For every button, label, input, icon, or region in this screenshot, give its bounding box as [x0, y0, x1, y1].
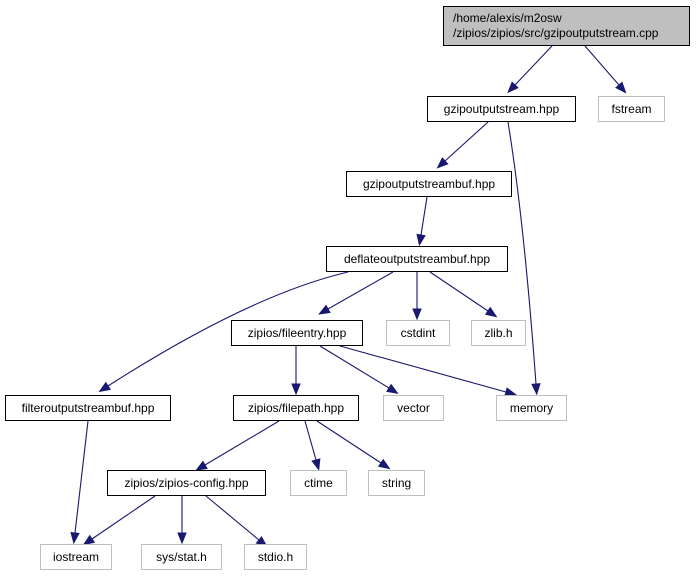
- arrowhead-cpp-to-gzipoutputstream-hpp: [507, 81, 519, 94]
- edge-deflateoutputstreambuf-hpp-to-filteroutputstreambuf-hpp: [107, 271, 349, 387]
- edge-fileentry-hpp-to-memory: [339, 345, 507, 393]
- node-filepath-hpp[interactable]: zipios/filepath.hpp: [233, 395, 359, 421]
- node-filteroutputstreambuf-hpp[interactable]: filteroutputstreambuf.hpp: [5, 395, 171, 421]
- arrowhead-deflateoutputstreambuf-hpp-to-cstdint: [412, 308, 422, 321]
- arrowhead-deflateoutputstreambuf-hpp-to-zlib-h: [484, 306, 498, 318]
- arrowhead-filepath-hpp-to-ctime: [311, 458, 321, 471]
- edge-gzipoutputstream-hpp-to-memory: [507, 121, 537, 385]
- arrowhead-cpp-to-fstream: [615, 81, 627, 94]
- arrowhead-fileentry-hpp-to-vector: [386, 383, 399, 394]
- edge-fileentry-hpp-to-vector: [319, 345, 390, 389]
- node-sys-stat-h: sys/stat.h: [141, 544, 222, 570]
- edge-cpp-to-gzipoutputstream-hpp: [514, 45, 553, 86]
- node-gzipoutputstreambuf-hpp[interactable]: gzipoutputstreambuf.hpp: [346, 171, 512, 197]
- node-fstream: fstream: [598, 96, 665, 122]
- arrowhead-fileentry-hpp-to-filepath-hpp: [291, 383, 301, 396]
- node-deflateoutputstreambuf-hpp[interactable]: deflateoutputstreambuf.hpp: [326, 246, 508, 272]
- edge-zipios-config-hpp-to-iostream: [91, 495, 156, 540]
- node-vector: vector: [383, 395, 444, 421]
- arrowhead-filepath-hpp-to-zipios-config-hpp: [195, 460, 208, 471]
- node-stdio-h: stdio.h: [244, 544, 307, 570]
- edge-cpp-to-fstream: [584, 45, 620, 86]
- node-memory: memory: [496, 395, 567, 421]
- arrowhead-zipios-config-hpp-to-sys-stat-h: [177, 532, 187, 545]
- node-iostream: iostream: [40, 544, 112, 570]
- arrowhead-gzipoutputstream-hpp-to-memory: [531, 383, 541, 396]
- node-zipios-config-hpp[interactable]: zipios/zipios-config.hpp: [107, 470, 266, 496]
- edge-deflateoutputstreambuf-hpp-to-zlib-h: [429, 271, 489, 312]
- arrowhead-zipios-config-hpp-to-iostream: [82, 534, 96, 546]
- node-gzipoutputstream-hpp[interactable]: gzipoutputstream.hpp: [427, 96, 576, 122]
- arrowhead-gzipoutputstreambuf-hpp-to-deflateoutputstreambuf-hpp: [416, 233, 426, 247]
- edge-filepath-hpp-to-ctime: [304, 420, 317, 461]
- arrowhead-deflateoutputstreambuf-hpp-to-filteroutputstreambuf-hpp: [98, 381, 111, 393]
- arrowhead-filteroutputstreambuf-hpp-to-iostream: [70, 531, 80, 545]
- node-cstdint: cstdint: [386, 320, 450, 346]
- edge-deflateoutputstreambuf-hpp-to-fileentry-hpp: [327, 271, 394, 310]
- node-ctime: ctime: [290, 470, 347, 496]
- edge-gzipoutputstream-hpp-to-gzipoutputstreambuf-hpp: [444, 121, 489, 162]
- edge-filteroutputstreambuf-hpp-to-iostream: [74, 420, 89, 534]
- arrowhead-filepath-hpp-to-string: [377, 458, 391, 470]
- arrowhead-gzipoutputstream-hpp-to-gzipoutputstreambuf-hpp: [436, 157, 449, 169]
- node-gzipoutputstream-cpp: /home/alexis/m2osw /zipios/zipios/src/gz…: [443, 6, 690, 46]
- edge-filepath-hpp-to-zipios-config-hpp: [204, 420, 280, 466]
- node-zlib-h: zlib.h: [471, 320, 526, 346]
- node-string: string: [368, 470, 425, 496]
- edge-filepath-hpp-to-string: [316, 420, 382, 464]
- arrowhead-deflateoutputstreambuf-hpp-to-fileentry-hpp: [318, 304, 331, 315]
- node-gzipoutputstream-cpp-line2: /zipios/zipios/src/gzipoutputstream.cpp: [453, 26, 659, 40]
- edge-zipios-config-hpp-to-stdio-h: [205, 495, 260, 541]
- node-fileentry-hpp[interactable]: zipios/fileentry.hpp: [231, 320, 363, 346]
- edge-gzipoutputstreambuf-hpp-to-deflateoutputstreambuf-hpp: [420, 196, 428, 236]
- node-gzipoutputstream-cpp-line1: /home/alexis/m2osw: [453, 11, 562, 25]
